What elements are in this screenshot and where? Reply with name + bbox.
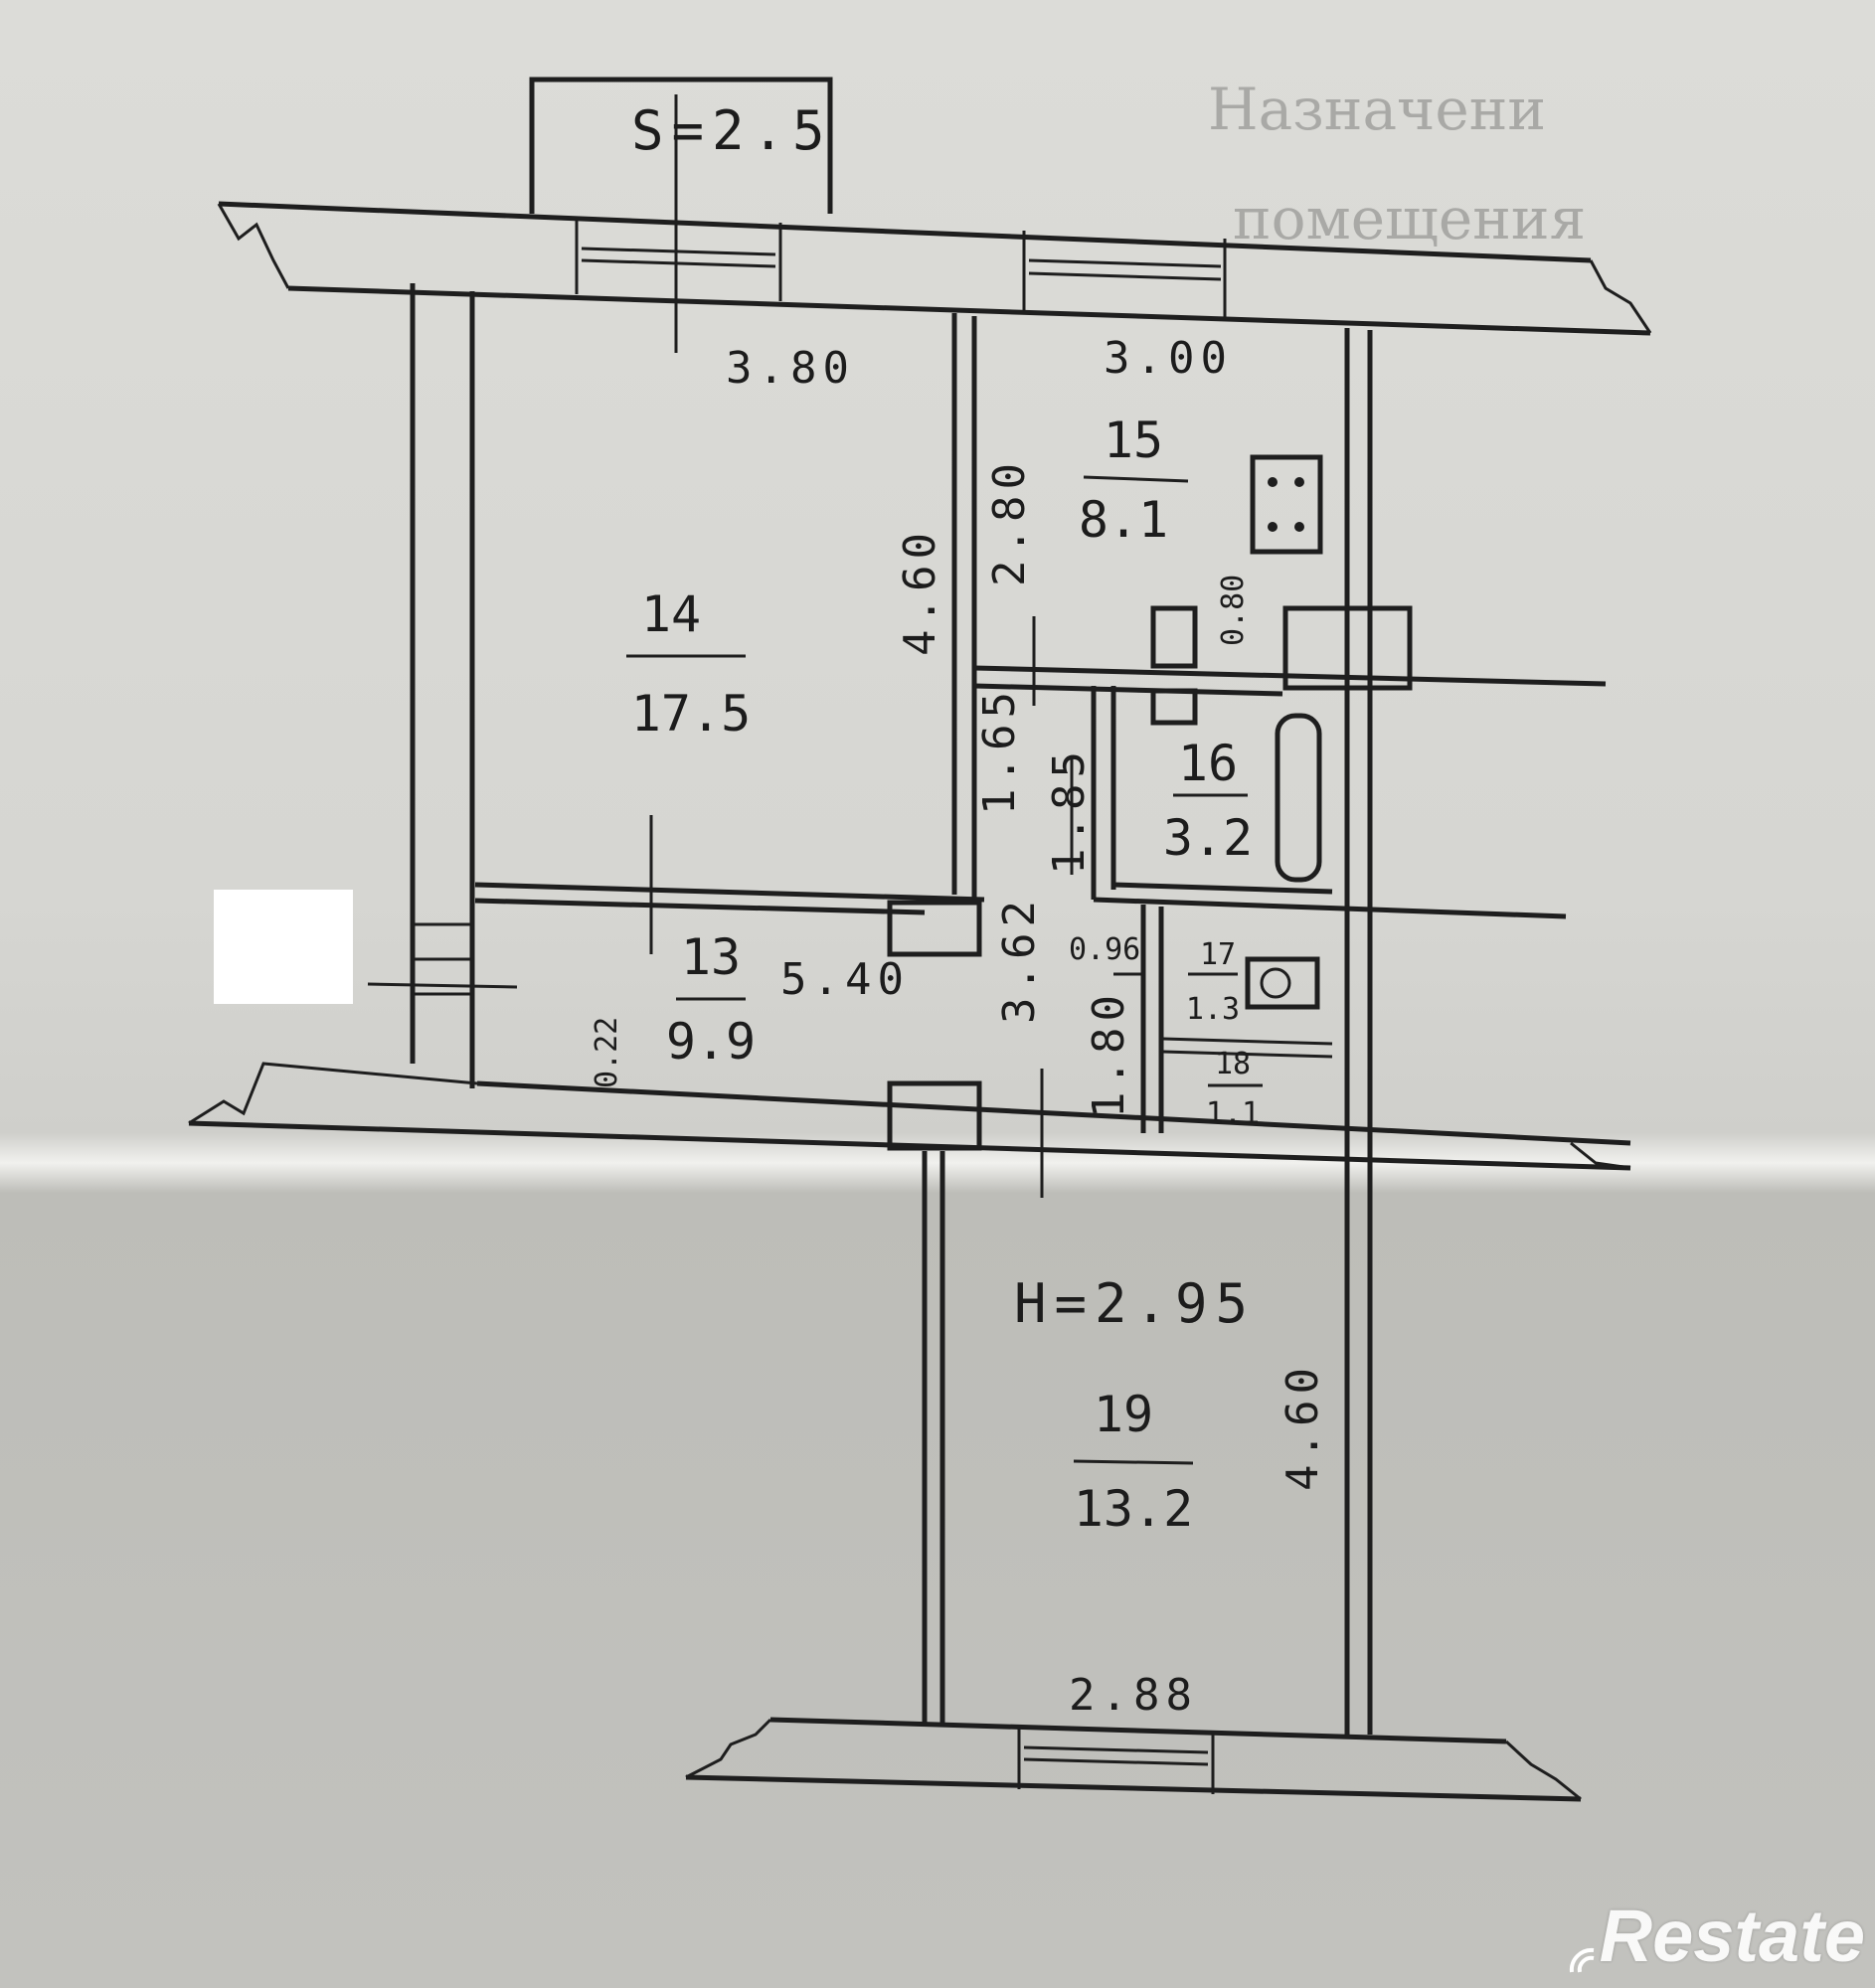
balcony-area-label: S=2.5 <box>631 99 833 162</box>
room-14-area: 17.5 <box>631 685 751 743</box>
dim-corridor-1: 1.65 <box>974 686 1025 815</box>
room-16-number: 16 <box>1178 735 1238 792</box>
redaction-box <box>214 890 353 1004</box>
room-15-label: 15 8.1 <box>1079 412 1189 549</box>
middle-wall <box>188 1062 1631 1198</box>
room-18-number: 18 <box>1215 1047 1251 1081</box>
room-19-area: 13.2 <box>1074 1480 1193 1538</box>
room-17-label: 17 1.3 <box>1186 937 1240 1027</box>
dim-top-right-width: 3.00 <box>1104 333 1233 384</box>
room-15-area: 8.1 <box>1079 491 1168 549</box>
top-wall <box>217 201 1652 336</box>
toilet-icon <box>1245 956 1320 1010</box>
dim-room19-length: 4.60 <box>1278 1362 1328 1491</box>
watermark: Restate <box>1566 1894 1865 1978</box>
room-13-area: 9.9 <box>666 1013 756 1071</box>
bottom-wall <box>685 1717 1582 1802</box>
dim-top-left-width: 3.80 <box>726 343 855 394</box>
room-17-area: 1.3 <box>1186 992 1240 1027</box>
room-18-area: 1.1 <box>1206 1096 1260 1131</box>
interior-walls <box>474 313 1607 1735</box>
dim-corridor-3: 3.62 <box>994 895 1045 1024</box>
header-faded-line1: Назначени <box>1208 76 1546 143</box>
dim-wc-height: 1.80 <box>1084 989 1134 1118</box>
room-13-number: 13 <box>681 928 741 986</box>
restate-logo-icon <box>1569 1947 1595 1973</box>
dim-room15-height: 2.80 <box>984 457 1035 586</box>
room-19-number: 19 <box>1094 1386 1153 1443</box>
room-13-label: 13 9.9 <box>666 928 756 1071</box>
room-18-label: 18 1.1 <box>1206 1047 1263 1131</box>
dim-hall-length: 5.40 <box>780 954 910 1005</box>
lower-room-walls <box>922 1151 945 1725</box>
bathtub-icon <box>1275 713 1322 883</box>
dim-wall-thickness: 0.22 <box>590 1017 624 1088</box>
room-16-area: 3.2 <box>1163 809 1253 867</box>
dim-corridor-2: 1.85 <box>1044 746 1095 875</box>
dim-sink-depth: 0.80 <box>1216 575 1251 646</box>
sink-icon <box>1150 605 1198 726</box>
room-16-label: 16 3.2 <box>1163 735 1253 867</box>
room-14-label: 14 17.5 <box>626 585 751 743</box>
dim-door-width: 0.96 <box>1069 932 1140 967</box>
room-15-number: 15 <box>1104 412 1163 469</box>
room-17-number: 17 <box>1200 937 1236 972</box>
watermark-text: Restate <box>1599 1895 1865 1977</box>
dim-room19-width: 2.88 <box>1069 1670 1198 1721</box>
dim-room14-height: 4.60 <box>895 527 945 656</box>
room-19-label: 19 13.2 <box>1074 1386 1193 1538</box>
left-wall <box>367 283 518 1088</box>
kitchen-stove-icon <box>1250 454 1323 555</box>
ceiling-height-label: H=2.95 <box>1014 1272 1256 1335</box>
header-faded-line2: помещения <box>1233 185 1586 252</box>
room-14-number: 14 <box>641 585 701 643</box>
